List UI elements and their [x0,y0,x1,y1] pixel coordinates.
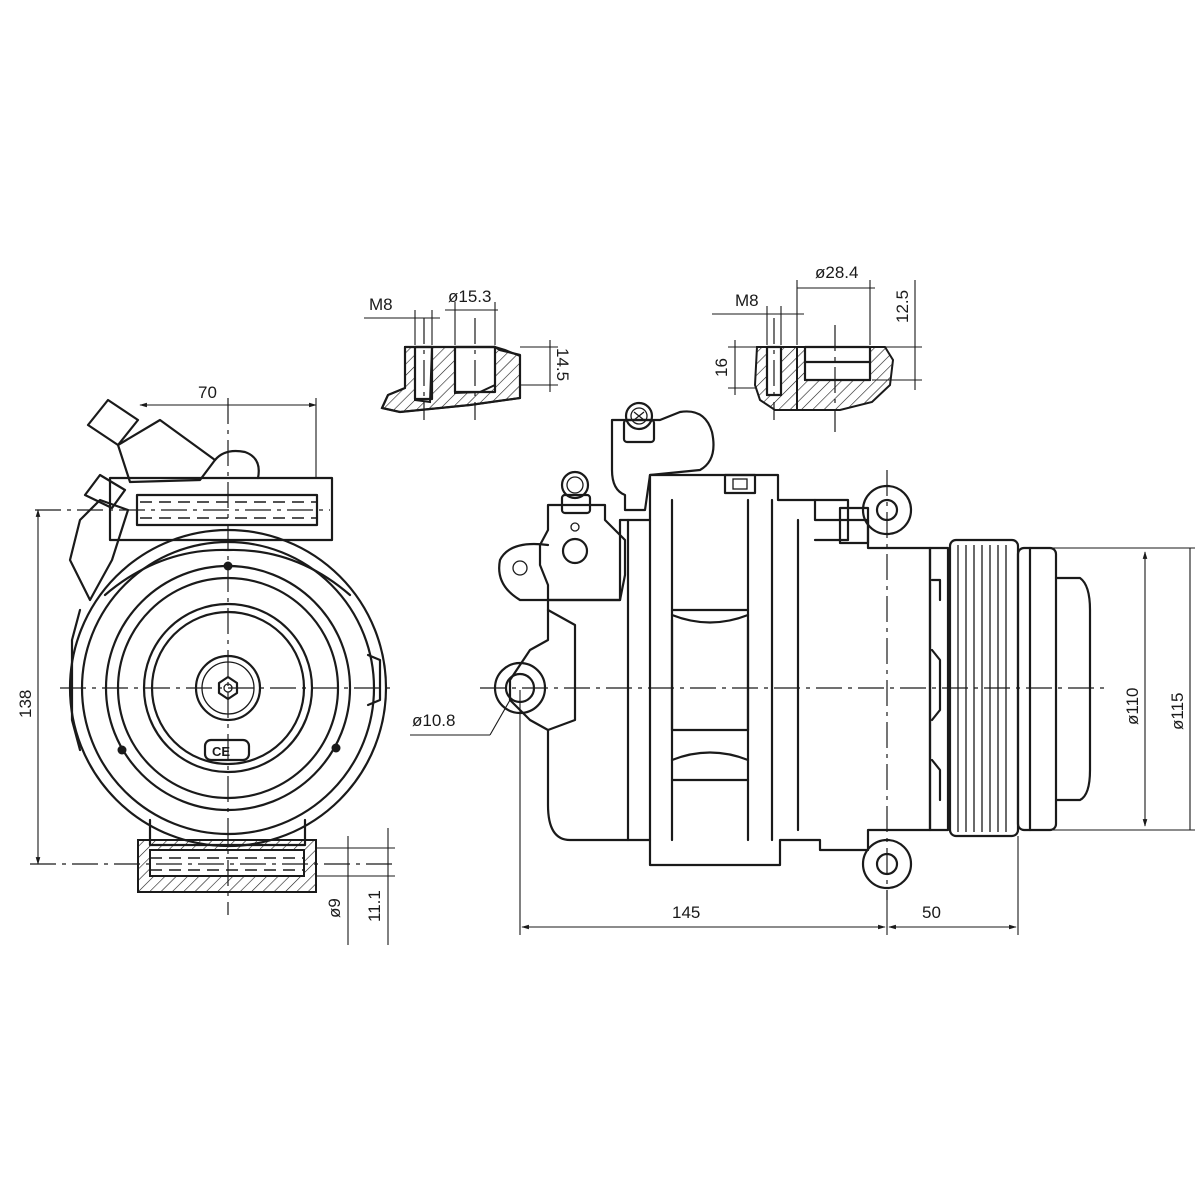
front-height-label: 138 [16,690,35,718]
port2-offset-label: 12.5 [893,290,912,323]
port2-thread-label: M8 [735,291,759,310]
mount-offset-label: 11.1 [365,890,384,922]
port1-thread-label: M8 [369,295,393,314]
side-bore-label: ø10.8 [412,711,455,730]
pulley-outer-label: ø115 [1168,693,1187,731]
front-width-label: 70 [198,383,217,402]
front-view: CE 70 138 ø9 11.1 [16,383,395,945]
port-detail-2: M8 ø28.4 12.5 16 [712,263,922,432]
rivet-icon [117,745,127,755]
port1-diameter-label: ø15.3 [448,287,491,306]
pulley-inner-label: ø110 [1123,688,1142,726]
side-view: ø10.8 ø110 ø115 145 50 [410,401,1195,935]
port2-depth-label: 16 [712,358,731,377]
body-length-label: 145 [672,903,700,922]
port2-diameter-label: ø28.4 [815,263,858,282]
ce-logo: CE [212,744,230,759]
port1-depth-label: 14.5 [553,348,572,381]
port-detail-1: M8 ø15.3 14.5 [364,287,572,420]
mount-bore-label: ø9 [325,898,344,918]
rivet-icon [331,743,341,753]
pulley-length-label: 50 [922,903,941,922]
